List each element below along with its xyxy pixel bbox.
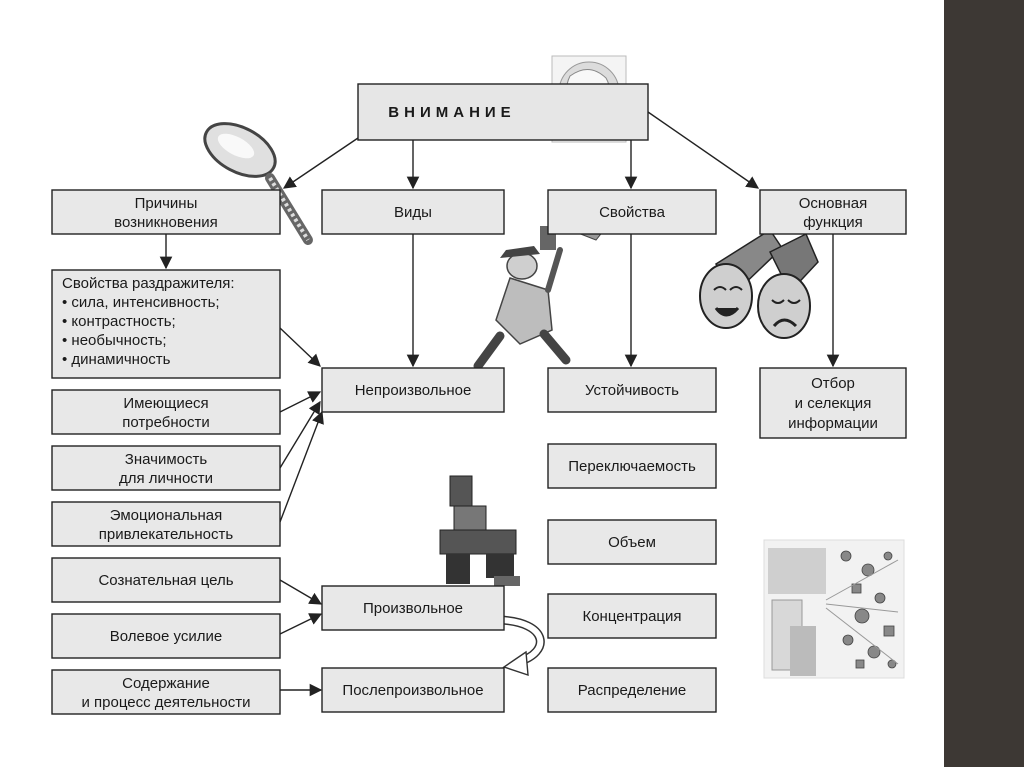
- arrow-stimulus-involuntary: [279, 327, 321, 367]
- node-involuntary: Непроизвольное: [321, 367, 505, 413]
- node-volume: Объем: [547, 519, 717, 565]
- significance-line-1: Значимость: [125, 451, 208, 468]
- arrow-significance-involuntary: [279, 400, 321, 469]
- conscious-goal-label: Сознательная цель: [98, 572, 233, 589]
- significance-line-2: для личности: [119, 470, 213, 487]
- node-concentration: Концентрация: [547, 593, 717, 639]
- abstract-mosaic-icon: [763, 539, 905, 679]
- selection-line-3: информации: [788, 415, 878, 432]
- node-stimulus: Свойства раздражителя: • сила, интенсивн…: [51, 269, 281, 379]
- connectors: [159, 111, 840, 697]
- stimulus-item-2: • контрастность;: [62, 313, 176, 330]
- properties-label: Свойства: [599, 204, 666, 221]
- node-conscious-goal: Сознательная цель: [51, 557, 281, 603]
- activity-line-2: и процесс деятельности: [82, 694, 251, 711]
- node-causes: Причины возникновения: [51, 189, 281, 235]
- node-stability: Устойчивость: [547, 367, 717, 413]
- arrow-needs-involuntary: [279, 391, 322, 413]
- node-emotional: Эмоциональная привлекательность: [51, 501, 281, 547]
- node-voluntary: Произвольное: [321, 585, 505, 631]
- involuntary-label: Непроизвольное: [355, 382, 472, 399]
- stimulus-item-1: • сила, интенсивность;: [62, 294, 220, 311]
- node-will-effort: Волевое усилие: [51, 613, 281, 659]
- concentration-label: Концентрация: [582, 608, 681, 625]
- emotional-line-2: привлекательность: [99, 526, 234, 543]
- arrow-emotional-involuntary: [279, 410, 324, 523]
- node-function: Основная функция: [759, 189, 907, 235]
- stability-label: Устойчивость: [585, 382, 679, 399]
- activity-line-1: Содержание: [122, 675, 210, 692]
- attention-diagram: ВНИМАНИЕ Причины возникновения Виды Свой…: [51, 55, 907, 715]
- node-switching: Переключаемость: [547, 443, 717, 489]
- binoculars-masks-icon: [699, 228, 819, 339]
- arrow-title-causes: [282, 137, 359, 189]
- switching-label: Переключаемость: [568, 458, 696, 475]
- node-types: Виды: [321, 189, 505, 235]
- node-significance: Значимость для личности: [51, 445, 281, 491]
- types-label: Виды: [394, 204, 432, 221]
- microscope-icon: [439, 475, 520, 586]
- running-man-icon: [473, 225, 605, 371]
- post-voluntary-label: Послепроизвольное: [342, 682, 483, 699]
- distribution-label: Распределение: [578, 682, 687, 699]
- causes-line-1: Причины: [135, 195, 198, 212]
- arrow-will-voluntary: [279, 613, 323, 635]
- node-title: ВНИМАНИЕ: [357, 83, 649, 141]
- function-line-1: Основная: [799, 195, 868, 212]
- node-activity: Содержание и процесс деятельности: [51, 669, 281, 715]
- will-effort-label: Волевое усилие: [110, 628, 222, 645]
- needs-line-1: Имеющиеся: [123, 395, 208, 412]
- arrow-title-function: [647, 111, 760, 189]
- node-needs: Имеющиеся потребности: [51, 389, 281, 435]
- stimulus-heading: Свойства раздражителя:: [62, 275, 235, 292]
- dark-side-panel: [944, 0, 1024, 767]
- title-text: ВНИМАНИЕ: [388, 104, 515, 121]
- needs-line-2: потребности: [122, 414, 210, 431]
- transition-arrow: [499, 615, 545, 677]
- stimulus-item-4: • динамичность: [62, 351, 171, 368]
- causes-line-2: возникновения: [114, 214, 218, 231]
- function-line-2: функция: [803, 214, 863, 231]
- emotional-line-1: Эмоциональная: [110, 507, 223, 524]
- node-selection: Отбор и селекция информации: [759, 367, 907, 439]
- node-distribution: Распределение: [547, 667, 717, 713]
- voluntary-label: Произвольное: [363, 600, 463, 617]
- selection-line-2: и селекция: [795, 395, 872, 412]
- node-properties: Свойства: [547, 189, 717, 235]
- magnifier-icon: [203, 122, 313, 245]
- volume-label: Объем: [608, 534, 656, 551]
- arrow-goal-voluntary: [279, 579, 323, 605]
- node-post-voluntary: Послепроизвольное: [321, 667, 505, 713]
- stimulus-item-3: • необычность;: [62, 332, 167, 349]
- selection-line-1: Отбор: [811, 375, 855, 392]
